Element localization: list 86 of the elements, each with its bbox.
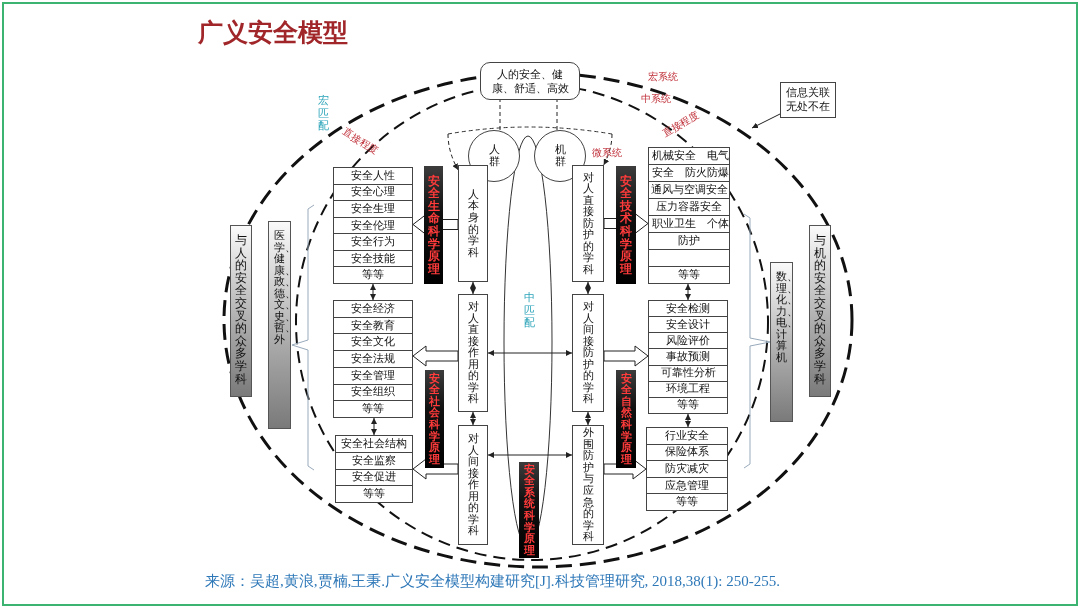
arrow: [487, 452, 573, 458]
list-item: 安全技能: [334, 249, 412, 267]
category-column: 外围防护与应急的学科: [572, 425, 604, 545]
list-item: 安全文化: [334, 333, 412, 351]
discipline-bar: 数、理、化、力、电、计算机: [770, 262, 793, 422]
connector-line: [499, 99, 501, 131]
list-item: 等等: [647, 493, 727, 510]
system-label: 直接程度: [339, 125, 381, 159]
system-label: 直接程度: [660, 108, 702, 141]
list-item: 机械安全 电气: [651, 148, 729, 163]
list-item: 等等: [334, 266, 412, 284]
system-label: 宏系统: [648, 70, 678, 84]
list-item: 安全设计: [649, 316, 727, 333]
list-item: 等等: [334, 400, 412, 418]
list-item: 行业安全: [664, 428, 710, 443]
list-item: 安全促进: [336, 468, 412, 486]
principle-bar: 安全技术科学原理: [616, 166, 636, 284]
list-item: 环境工程: [649, 380, 727, 397]
list-item: 安全检测: [665, 301, 711, 316]
arrow: [447, 133, 459, 171]
system-label: 中匹配: [524, 292, 535, 330]
category-column: 对人直接作用的学科: [458, 294, 488, 412]
arrow: [370, 283, 376, 301]
list-item: 防护: [649, 232, 729, 249]
hollow-arrow: [603, 345, 649, 367]
note-box: 信息关联无处不在: [780, 82, 836, 118]
arrow: [685, 283, 691, 301]
list-item: 等等: [649, 396, 727, 413]
list-item: 安全生理: [334, 200, 412, 217]
arrow: [371, 417, 377, 436]
category-column: 对人间接作用的学科: [458, 425, 488, 545]
discipline-list: [648, 300, 728, 414]
list-item: 压力容器安全: [649, 198, 729, 215]
arrow: [585, 281, 591, 295]
arrow: [685, 413, 691, 428]
title: 广义安全模型: [198, 17, 348, 49]
principle-bar: 安全社会科学原理: [425, 370, 444, 468]
discipline-bar: 与人的安全交叉的众多学科: [230, 225, 252, 397]
principle-bar: 安全系统科学原理: [519, 462, 539, 558]
list-item: 安全教育: [334, 316, 412, 334]
list-item: 风险评价: [649, 332, 727, 349]
category-column: 对人间接防护的学科: [572, 294, 604, 412]
category-column: 对人直接防护的学科: [572, 165, 604, 282]
discipline-list: [333, 300, 413, 418]
list-item: 安全心理: [334, 183, 412, 201]
arrow: [585, 411, 591, 426]
list-item: 安全行为: [334, 233, 412, 250]
category-column: 人本身的学科: [458, 165, 488, 282]
list-item: 等等: [336, 485, 412, 502]
list-item: 保险体系: [647, 443, 727, 461]
list-item: 等等: [649, 266, 729, 283]
arrow: [487, 350, 573, 356]
source-caption: 来源：吴超,黄浪,贾楠,王秉.广义安全模型构建研究[J].科技管理研究, 2018,38(1): 250-255.: [205, 572, 780, 591]
system-label: 中系统: [641, 92, 671, 106]
list-item: 安全人性: [350, 168, 396, 183]
arrow: [751, 113, 781, 129]
discipline-list: [646, 427, 728, 511]
discipline-bar: 医学、健康、政、德、文、史、哲、外: [268, 221, 291, 429]
list-item: 可靠性分析: [649, 364, 727, 381]
list-item: 应急管理: [647, 476, 727, 494]
list-item: 安全法规: [334, 350, 412, 367]
hollow-arrow: [412, 345, 459, 367]
principle-bar: 安全自然科学原理: [616, 370, 636, 468]
discipline-list: [648, 147, 730, 284]
list-item: 职业卫生 个体: [649, 215, 729, 232]
list-item: 安全组织: [334, 383, 412, 401]
discipline-bar: 与机的安全交叉的众多学科: [809, 225, 831, 397]
list-item: 事故预测: [649, 348, 727, 365]
list-item: 安全经济: [350, 301, 396, 316]
system-label: 微系统: [592, 146, 622, 160]
list-item: 安全监察: [336, 451, 412, 469]
list-item: 安全 防火防爆: [649, 164, 729, 181]
arrow: [470, 281, 476, 295]
connector-line: [556, 99, 558, 131]
rounded-box: 人的安全、健康、舒适、高效: [480, 62, 580, 100]
list-item: 安全社会结构: [340, 436, 408, 451]
list-item: 安全管理: [334, 366, 412, 384]
system-label: 宏匹配: [318, 95, 329, 133]
list-item: 安全伦理: [334, 216, 412, 234]
principle-bar: 安全生命科学原理: [424, 166, 443, 284]
discipline-list: [333, 167, 413, 284]
arrow: [603, 133, 613, 166]
arrow: [470, 411, 476, 426]
discipline-list: [335, 435, 413, 503]
list-item: 防灾减灾: [647, 460, 727, 477]
list-item: 通风与空调安全: [649, 181, 729, 198]
